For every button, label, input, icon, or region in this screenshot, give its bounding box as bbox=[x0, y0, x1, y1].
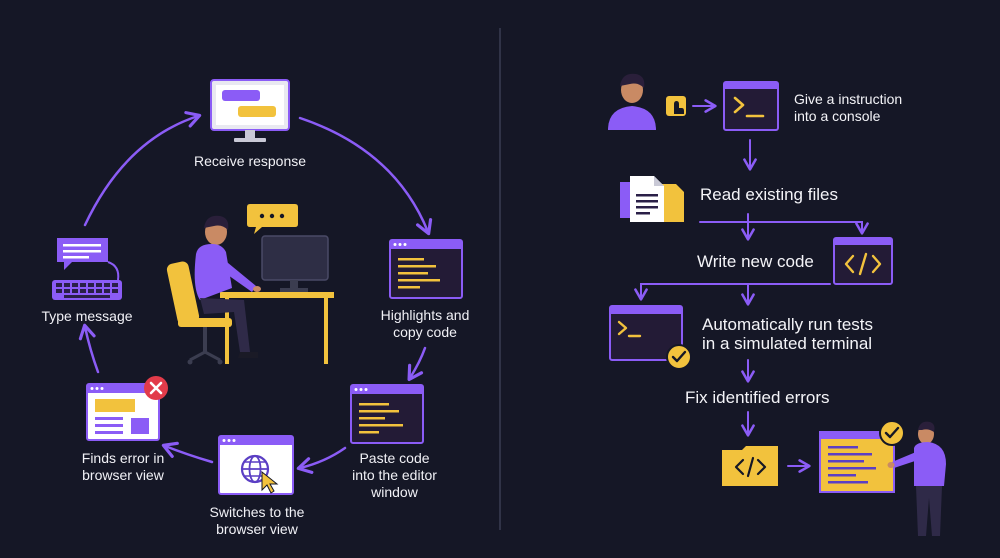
monitor-chat-icon bbox=[210, 79, 290, 142]
console-icon bbox=[723, 81, 779, 131]
label-type-message: Type message bbox=[41, 308, 133, 324]
label-switches-browser: Switches to the browser view bbox=[209, 504, 305, 537]
label-finds-error: Finds error in browser view bbox=[81, 450, 165, 483]
person-pointing-icon bbox=[819, 420, 946, 536]
code-brackets-icon bbox=[833, 237, 893, 285]
touch-button-icon bbox=[666, 96, 686, 116]
person-at-desk-icon bbox=[166, 204, 334, 365]
folder-code-icon bbox=[722, 446, 778, 486]
code-window-icon bbox=[389, 239, 463, 299]
keyboard-chat-icon bbox=[52, 238, 122, 300]
arrow-highlight-to-paste bbox=[407, 346, 427, 382]
arrow-write-to-terminal bbox=[634, 283, 831, 301]
label-fix-errors: Fix identified errors bbox=[685, 388, 830, 407]
arrow-receive-to-highlight bbox=[298, 116, 433, 236]
label-highlights-copy-code: Highlights and copy code bbox=[380, 307, 470, 340]
arrow-switch-to-finds bbox=[161, 441, 214, 464]
label-run-tests: Automatically run tests in a simulated t… bbox=[702, 315, 874, 353]
label-give-instruction: Give a instruction into a console bbox=[794, 91, 903, 124]
flow-arrows bbox=[634, 99, 869, 473]
browser-error-icon bbox=[86, 376, 168, 441]
arrow-type-to-receive bbox=[83, 111, 202, 227]
arrow-paste-to-switch bbox=[296, 446, 347, 474]
person-icon bbox=[608, 73, 656, 130]
arrow-finds-to-type bbox=[78, 323, 100, 374]
globe-browser-icon bbox=[218, 435, 294, 495]
label-receive-response: Receive response bbox=[193, 153, 307, 169]
arrow-read-to-code-icon bbox=[699, 221, 869, 235]
label-write-code: Write new code bbox=[697, 252, 814, 271]
cycle-arrows bbox=[78, 111, 433, 474]
label-read-files: Read existing files bbox=[700, 185, 838, 204]
terminal-check-icon bbox=[609, 305, 692, 370]
files-icon bbox=[620, 176, 684, 222]
editor-window-icon bbox=[350, 384, 424, 444]
label-paste-code: Paste code into the editor window bbox=[352, 450, 437, 500]
